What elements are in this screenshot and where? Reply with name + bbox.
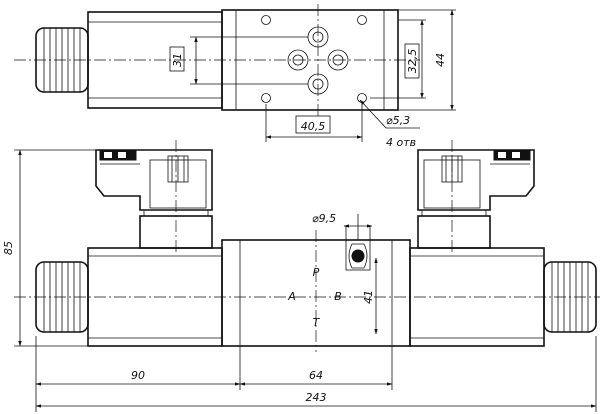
hole-diameter-label: ⌀5,3 [386, 114, 410, 127]
dim-32-5: 32,5 [406, 49, 419, 74]
mount-hole [261, 15, 271, 25]
dim-85: 85 [2, 241, 15, 255]
port-diameter-label: ⌀9,5 [312, 212, 336, 225]
front-view: ⌀9,5 P A B T 41 [2, 140, 600, 412]
port-t-label: T [313, 316, 321, 329]
top-view: 31 32,5 44 40,5 ⌀5,3 4 отв [14, 4, 456, 149]
port-a-label: A [287, 290, 296, 303]
mount-hole [357, 15, 367, 25]
hole-count-label: 4 отв [386, 136, 416, 149]
dim-243: 243 [306, 391, 327, 404]
dim-41: 41 [362, 290, 375, 304]
front-right-connector [417, 149, 535, 249]
mount-hole [261, 93, 271, 103]
port-b-label: B [334, 290, 342, 303]
dim-90: 90 [131, 369, 145, 382]
front-left-connector [95, 149, 213, 249]
dim-31: 31 [171, 53, 184, 67]
dim-44: 44 [434, 53, 447, 67]
dim-40-5: 40,5 [301, 120, 326, 133]
dim-64: 64 [309, 369, 323, 382]
mount-hole [357, 93, 367, 103]
